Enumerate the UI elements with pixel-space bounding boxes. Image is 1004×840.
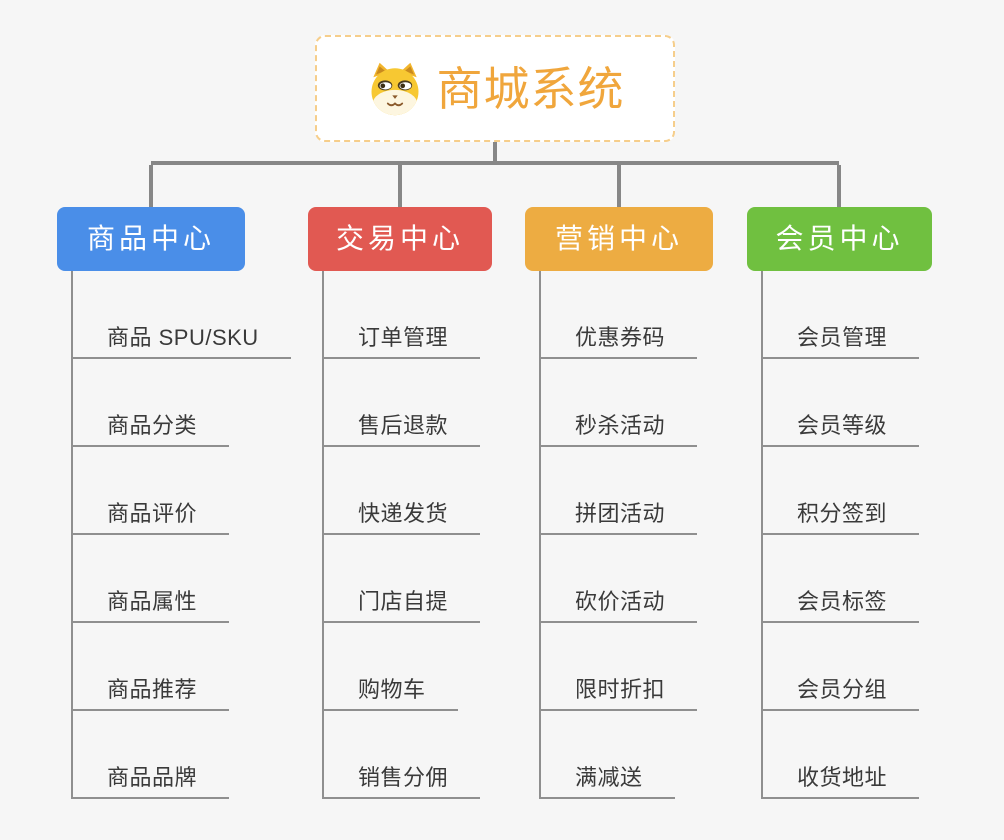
leaf-node[interactable]: 收货地址 [763, 711, 920, 799]
leaf-label: 商品品牌 [107, 765, 198, 790]
leaf-label: 满减送 [575, 765, 643, 790]
root-connector-line [493, 140, 497, 165]
leaf-label: 会员等级 [797, 413, 888, 438]
leaf-node[interactable]: 会员等级 [763, 359, 920, 447]
leaf-node[interactable]: 快递发货 [324, 447, 481, 535]
leaf-label: 订单管理 [358, 325, 449, 350]
leaf-node[interactable]: 会员管理 [763, 271, 920, 359]
leaf-label: 限时折扣 [575, 677, 666, 702]
leaf-node[interactable]: 会员标签 [763, 535, 920, 623]
leaf-label: 优惠券码 [575, 325, 666, 350]
leaf-node[interactable]: 砍价活动 [541, 535, 698, 623]
product-center-children-column: 商品 SPU/SKU 商品分类 商品评价 商品属性 商品推荐 商品品牌 [71, 271, 291, 799]
marketing-center-children-column: 优惠券码 秒杀活动 拼团活动 砍价活动 限时折扣 满减送 [539, 271, 698, 799]
leaf-node[interactable]: 会员分组 [763, 623, 920, 711]
leaf-node[interactable]: 售后退款 [324, 359, 481, 447]
branch-label: 会员中心 [775, 223, 904, 254]
branch-node-product-center[interactable]: 商品中心 [57, 207, 245, 271]
leaf-label: 收货地址 [797, 765, 888, 790]
branch-label: 交易中心 [335, 223, 464, 254]
branch-node-trade-center[interactable]: 交易中心 [308, 207, 492, 271]
leaf-label: 拼团活动 [575, 501, 666, 526]
leaf-label: 积分签到 [797, 501, 888, 526]
leaf-label: 商品属性 [107, 589, 198, 614]
leaf-node[interactable]: 商品品牌 [73, 711, 230, 799]
leaf-label: 砍价活动 [575, 589, 666, 614]
leaf-node[interactable]: 拼团活动 [541, 447, 698, 535]
leaf-node[interactable]: 限时折扣 [541, 623, 698, 711]
leaf-label: 商品 SPU/SKU [107, 325, 259, 350]
branch-label: 商品中心 [86, 223, 215, 254]
leaf-label: 购物车 [358, 677, 426, 702]
leaf-node[interactable]: 销售分佣 [324, 711, 481, 799]
leaf-node[interactable]: 满减送 [541, 711, 675, 799]
member-center-children-column: 会员管理 会员等级 积分签到 会员标签 会员分组 收货地址 [761, 271, 920, 799]
leaf-node[interactable]: 积分签到 [763, 447, 920, 535]
branch-drop-line [617, 165, 621, 207]
leaf-label: 快递发货 [358, 501, 449, 526]
leaf-node[interactable]: 优惠券码 [541, 271, 698, 359]
leaf-label: 商品推荐 [107, 677, 198, 702]
leaf-node[interactable]: 商品分类 [73, 359, 230, 447]
branch-bus-line [151, 161, 839, 165]
leaf-node[interactable]: 购物车 [324, 623, 458, 711]
leaf-label: 秒杀活动 [575, 413, 666, 438]
leaf-label: 商品分类 [107, 413, 198, 438]
leaf-label: 门店自提 [358, 589, 449, 614]
leaf-label: 会员分组 [797, 677, 888, 702]
leaf-label: 会员管理 [797, 325, 888, 350]
dog-logo-icon [371, 62, 418, 115]
leaf-node[interactable]: 商品评价 [73, 447, 230, 535]
leaf-node[interactable]: 订单管理 [324, 271, 481, 359]
branch-drop-line [837, 165, 841, 207]
trade-center-children-column: 订单管理 售后退款 快递发货 门店自提 购物车 销售分佣 [322, 271, 481, 799]
leaf-node[interactable]: 商品属性 [73, 535, 230, 623]
leaf-node[interactable]: 商品推荐 [73, 623, 230, 711]
leaf-node[interactable]: 门店自提 [324, 535, 481, 623]
leaf-node[interactable]: 商品 SPU/SKU [73, 271, 291, 359]
leaf-label: 销售分佣 [358, 765, 449, 790]
branch-node-member-center[interactable]: 会员中心 [747, 207, 932, 271]
root-node-title: 商城系统 [436, 62, 625, 115]
leaf-label: 售后退款 [358, 413, 449, 438]
root-node-mall-system[interactable]: 商城系统 [315, 35, 675, 142]
leaf-node[interactable]: 秒杀活动 [541, 359, 698, 447]
branch-label: 营销中心 [554, 223, 683, 254]
leaf-label: 会员标签 [797, 589, 888, 614]
branch-drop-line [398, 165, 402, 207]
branch-drop-line [149, 165, 153, 207]
branch-node-marketing-center[interactable]: 营销中心 [525, 207, 713, 271]
leaf-label: 商品评价 [107, 501, 198, 526]
